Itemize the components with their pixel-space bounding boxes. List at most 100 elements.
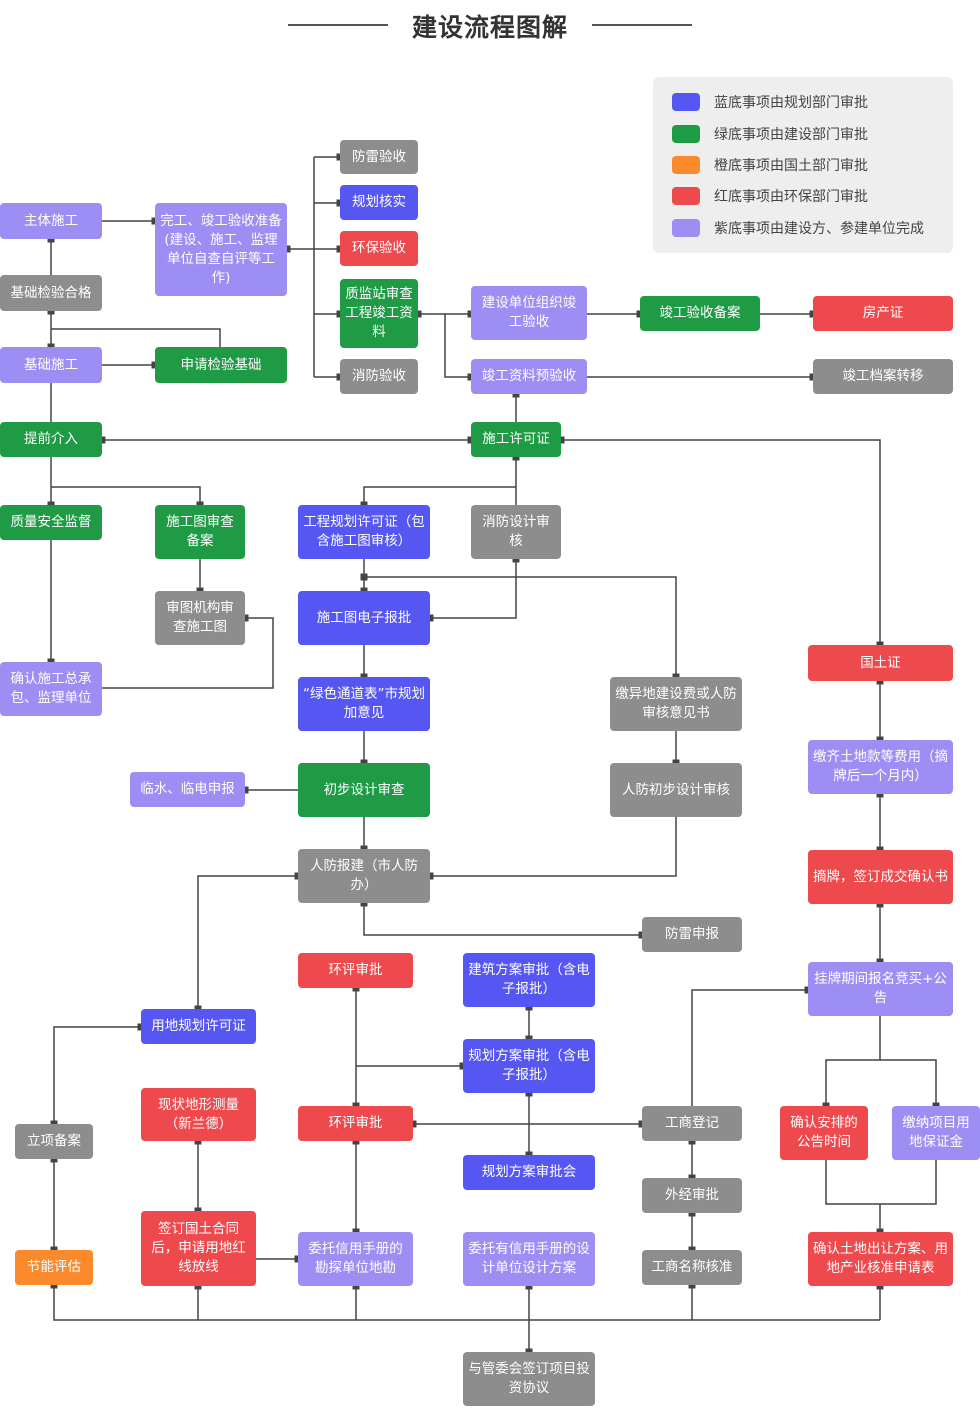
connector-joint <box>525 1003 533 1011</box>
connector-line <box>197 875 298 1009</box>
connector-joint <box>360 899 368 907</box>
connector-joint <box>512 453 520 461</box>
node-huanbao-yanshou: 环保验收 <box>340 231 418 266</box>
connector-joint <box>876 677 884 685</box>
node-weituo-kancha-danwei: 委托信用手册的勘探单位地勘 <box>298 1232 413 1286</box>
connector-line <box>430 559 517 619</box>
node-zhijianzhan-shencha: 质监站审查工程竣工资料 <box>340 279 418 348</box>
legend-label: 红底事项由环保部门审批 <box>714 189 868 205</box>
node-guihua-fangan-shenpi: 规划方案审批（含电子报批） <box>463 1039 595 1093</box>
legend-item-orange: 橙底事项由国土部门审批 <box>672 155 868 175</box>
legend: 蓝底事项由规划部门审批 绿底事项由建设部门审批 橙底事项由国土部门审批 红底事项… <box>653 77 953 253</box>
connector-joint <box>352 984 360 992</box>
connector-line <box>102 617 274 689</box>
node-guotuzheng: 国土证 <box>808 645 953 681</box>
legend-swatch <box>672 156 700 174</box>
connector-line <box>691 989 808 1106</box>
node-qianding-guotu-hetong: 签订国土合同后，申请用地红线放线 <box>141 1211 256 1286</box>
connector-line <box>364 576 677 677</box>
node-linshui-lindian: 临水、临电申报 <box>130 772 245 807</box>
connector-line <box>418 313 471 378</box>
node-gongcheng-guihua-xukezheng: 工程规划许可证（包含施工图审核） <box>298 505 430 559</box>
node-jiao-yidi-jiansheFei: 缴异地建设费或人防审核意见书 <box>610 677 742 731</box>
connector-line <box>430 817 677 877</box>
node-gongshang-mingcheng-hezhun: 工商名称核准 <box>642 1250 742 1285</box>
node-shentu-jigou: 审图机构审查施工图 <box>155 591 245 645</box>
node-xianzhuang-dixing-celiang: 现状地形测量（新兰德） <box>141 1088 256 1141</box>
page-title: 建设流程图解 <box>411 13 568 42</box>
connector-joint <box>352 1137 360 1145</box>
connector-line <box>825 1016 881 1106</box>
connector-line <box>53 1285 880 1321</box>
node-lvse-tongdao: “绿色通道表”市规划加意见 <box>298 677 430 731</box>
connector-joint <box>876 900 884 908</box>
connector-line <box>363 903 642 936</box>
node-fanglei-shenbao: 防雷申报 <box>642 917 742 952</box>
connector-line <box>825 1160 880 1205</box>
node-weituo-sheji-danwei: 委托有信用手册的设计单位设计方案 <box>463 1232 595 1286</box>
node-guapai-jingmai: 挂牌期间报名竞买+公告 <box>808 962 953 1016</box>
node-fanglei-yanshou: 防雷验收 <box>340 140 418 174</box>
node-zhiliang-anquan-jiandu: 质量安全监督 <box>0 505 102 540</box>
connector-joint <box>426 872 434 880</box>
node-wangong-zhunbei: 完工、竣工验收准备(建设、施工、监理单位自查自评等工作) <box>155 203 287 296</box>
connector-joint <box>283 245 291 253</box>
node-chubu-sheji-shencha: 初步设计审查 <box>298 763 430 817</box>
connector-joint <box>414 310 422 318</box>
connector-joint <box>688 1209 696 1217</box>
legend-item-green: 绿底事项由建设部门审批 <box>672 124 868 144</box>
node-shigongtu-shencha-beian: 施工图审查备案 <box>155 505 245 559</box>
node-jichu-shigong: 基础施工 <box>0 347 102 383</box>
node-shigong-xukezheng: 施工许可证 <box>471 422 561 457</box>
node-tiqian-jieru: 提前介入 <box>0 422 102 457</box>
node-shenqing-jianyan-jichu: 申请检验基础 <box>155 347 287 383</box>
connector-line <box>363 486 516 505</box>
node-queren-gonggao-shijian: 确认安排的公告时间 <box>780 1106 868 1160</box>
connector-joint <box>47 307 55 315</box>
connector-joint <box>47 235 55 243</box>
node-guihua-heshi: 规划核实 <box>340 185 418 220</box>
legend-label: 橙底事项由国土部门审批 <box>714 158 868 174</box>
node-jiaoqi-tudikuan: 缴齐土地款等费用（摘牌后一个月内） <box>808 740 953 794</box>
connector-joint <box>557 436 565 444</box>
node-renfang-chubu-sheji: 人防初步设计审核 <box>610 763 742 817</box>
node-renfang-baojian: 人防报建（市人防办） <box>298 849 430 903</box>
connector-joint <box>50 1281 58 1289</box>
node-jianzhu-fangan-shenpi: 建筑方案审批（含电子报批） <box>463 953 595 1007</box>
node-zhuti-shigong: 主体施工 <box>0 203 102 239</box>
legend-swatch <box>672 93 700 111</box>
node-yongdi-guihua-xukezheng: 用地规划许可证 <box>141 1009 256 1044</box>
node-jiaona-baozhengjin: 缴纳项目用地保证金 <box>892 1106 980 1160</box>
connector-line <box>561 439 881 645</box>
connector-joint <box>876 790 884 798</box>
connector-joint <box>688 1137 696 1145</box>
connector-joint <box>50 1155 58 1163</box>
connector-line <box>51 486 201 505</box>
node-huanping-shenpi-bottom: 环评审批 <box>298 1106 413 1141</box>
connector-line <box>880 1059 937 1106</box>
connector-joint <box>525 1089 533 1097</box>
connector-joint <box>688 1281 696 1289</box>
legend-item-red: 红底事项由环保部门审批 <box>672 186 868 206</box>
node-queren-tudi-churang: 确认土地出让方案、用地产业核准申请表 <box>808 1232 953 1286</box>
connector-joint <box>241 614 249 622</box>
legend-swatch <box>672 125 700 143</box>
node-lixiang-beian: 立项备案 <box>15 1124 93 1159</box>
legend-label: 绿底事项由建设部门审批 <box>714 127 868 143</box>
node-waijing-shenpi: 外经审批 <box>642 1178 742 1213</box>
node-zhaipai: 摘牌，签订成交确认书 <box>808 850 953 904</box>
node-xiaofang-sheji-shenhe: 消防设计审核 <box>471 505 561 559</box>
connector-joint <box>512 555 520 563</box>
node-queren-zongchengbao: 确认施工总承包、监理单位 <box>0 662 102 716</box>
connector-line <box>53 1026 141 1124</box>
connector-joint <box>426 614 434 622</box>
connector-joint <box>194 1137 202 1145</box>
node-jieneng-pinggu: 节能评估 <box>15 1250 93 1285</box>
connector-joint <box>98 436 106 444</box>
node-guihua-fangan-shenpihui: 规划方案审批会 <box>463 1155 595 1190</box>
connector-joint <box>876 1282 884 1290</box>
connector-joint <box>525 1282 533 1290</box>
node-touzi-xieyi: 与管委会签订项目投资协议 <box>463 1352 595 1406</box>
connector-line <box>880 1160 937 1205</box>
connector-joint <box>194 1282 202 1290</box>
